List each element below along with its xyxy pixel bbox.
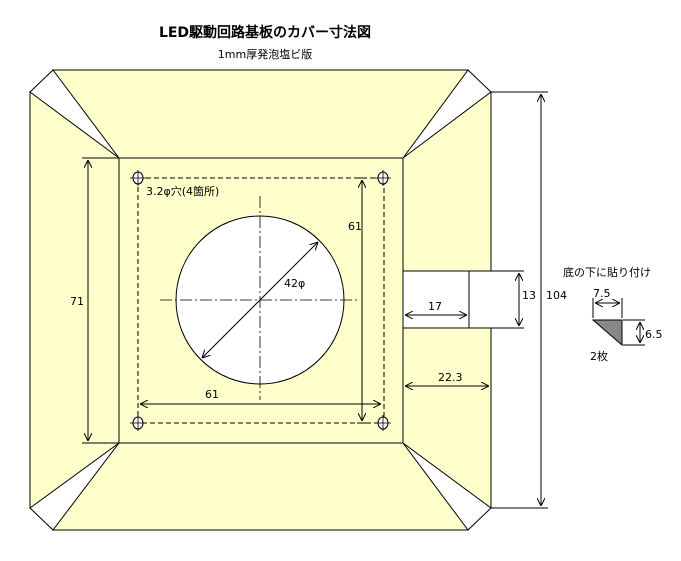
- triangle-dimension-lines: [592, 298, 645, 346]
- circle-diameter-label: 42φ: [284, 277, 305, 290]
- dim-22-3-label: 22.3: [438, 371, 463, 384]
- corner-lines: [29, 69, 492, 531]
- dim-61-vertical-label: 61: [348, 220, 362, 233]
- piece-count-label: 2枚: [590, 349, 608, 363]
- dim-7-5-label: 7.5: [593, 287, 611, 300]
- attach-note-label: 底の下に貼り付け: [563, 265, 651, 279]
- cover-panels: [29, 69, 492, 531]
- dim-71-label: 71: [70, 295, 84, 308]
- top-flap: [52, 69, 469, 159]
- bottom-flap: [51, 442, 469, 531]
- dimension-104: [491, 91, 548, 509]
- dim-61-horizontal-label: 61: [205, 388, 219, 401]
- dimension-71: [82, 157, 119, 444]
- hole-crosshairs: [130, 170, 391, 431]
- dimension-13: [491, 270, 524, 329]
- hole-note-label: 3.2φ穴(4箇所): [146, 184, 219, 198]
- triangle-spacer-part: [591, 319, 623, 347]
- dim-6-5-label: 6.5: [645, 328, 663, 341]
- dim-17-label: 17: [428, 300, 442, 313]
- dim-13-label: 13: [522, 289, 536, 302]
- drawing-title: LED駆動回路基板のカバー寸法図: [159, 24, 371, 41]
- diameter-dimension: [202, 242, 318, 358]
- drawing-subtitle: 1mm厚発泡塩ビ版: [218, 47, 312, 61]
- fold-lines: [118, 157, 404, 444]
- dimension-61-vertical: [357, 177, 367, 424]
- dim-104-label: 104: [546, 289, 567, 302]
